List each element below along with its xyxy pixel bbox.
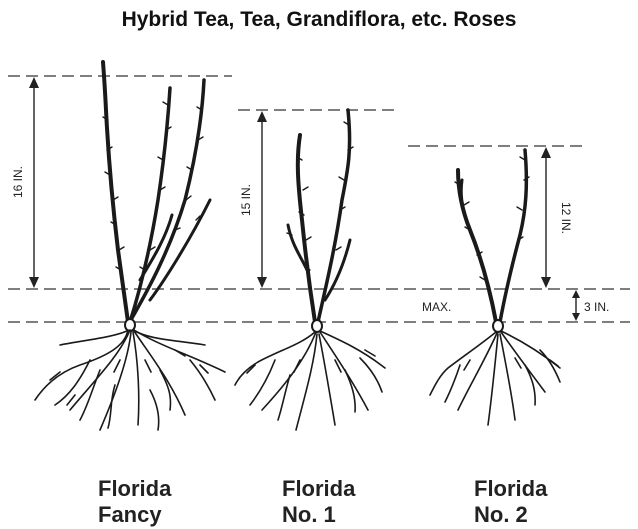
no2-arrow-up-icon [541, 147, 551, 158]
fancy-arrow-down-icon [29, 277, 39, 288]
grade-label-no2: Florida No. 2 [474, 476, 547, 528]
fancy-arrow-up-icon [29, 77, 39, 88]
grade-label-no1: Florida No. 1 [282, 476, 355, 528]
fancy-height-label: 16 IN. [11, 166, 25, 198]
grade-label-fancy: Florida Fancy [98, 476, 171, 528]
grade-no1-line1: Florida [282, 476, 355, 502]
shank-arrow-down-icon [572, 313, 580, 321]
rose-no1-illustration [235, 110, 385, 430]
grade-no1-line2: No. 1 [282, 502, 355, 528]
grade-fancy-line2: Fancy [98, 502, 171, 528]
no1-arrow-down-icon [257, 277, 267, 288]
grade-no2-line1: Florida [474, 476, 547, 502]
shank-label: 3 IN. [584, 300, 609, 314]
max-label: MAX. [422, 300, 451, 314]
grade-no2-line2: No. 2 [474, 502, 547, 528]
no2-arrow-down-icon [541, 277, 551, 288]
no1-arrow-up-icon [257, 111, 267, 122]
rose-no2-illustration [430, 150, 560, 425]
grade-fancy-line1: Florida [98, 476, 171, 502]
rose-fancy-illustration [35, 62, 225, 430]
shank-arrow-up-icon [572, 290, 580, 298]
no1-height-label: 15 IN. [239, 184, 253, 216]
no2-height-label: 12 IN. [559, 202, 573, 234]
